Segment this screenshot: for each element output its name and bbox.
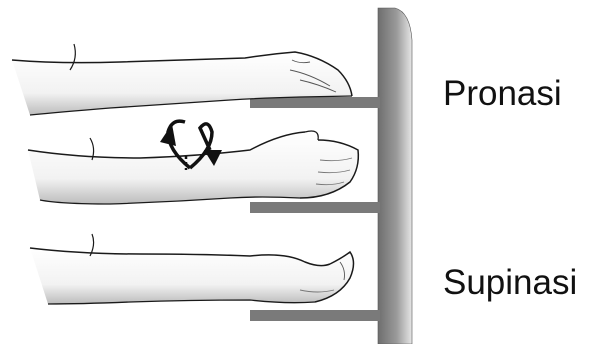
shelf-bottom [250,310,380,321]
wall [378,8,412,344]
pronation-label: Pronasi [443,76,562,111]
shelf-middle [250,202,380,213]
arm-supinated [30,234,354,304]
supination-label: Supinasi [443,265,577,300]
shelf-top [250,97,380,108]
